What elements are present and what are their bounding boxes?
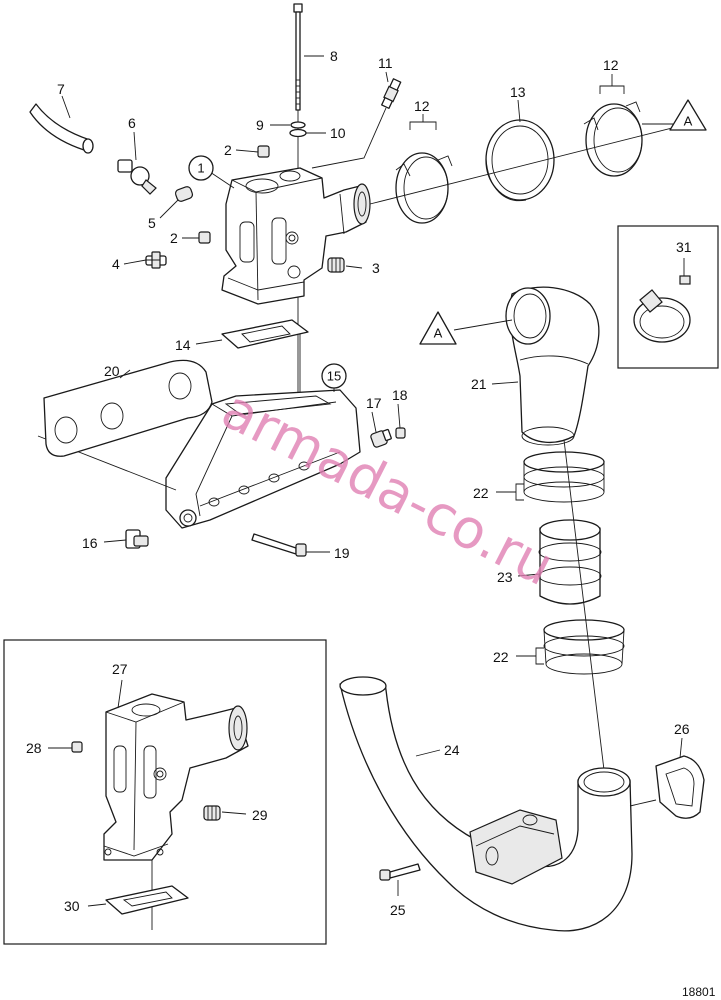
part-number-15: 15 [327,369,341,384]
part-3-nipple [327,257,345,273]
part-24-exhaust-pipe [339,676,633,932]
part-number-6: 6 [128,115,136,131]
circled-label-1: 1 [188,155,214,181]
part-10-seal-ring [289,128,307,138]
part-number-17: 17 [366,395,382,411]
part-number-30: 30 [64,898,80,914]
part-8-long-bolt [293,3,303,111]
part-number-18: 18 [392,387,408,403]
part-23-rubber-bellows [538,519,602,605]
part-18-plug [395,427,406,439]
part-number-25: 25 [390,902,406,918]
part-11-sensor [381,78,402,109]
part-30-gasket [105,885,189,915]
inset-frame-alternative-riser [3,639,327,945]
part-17-nipple [370,428,392,448]
part-22-hose-clamp-upper [523,451,605,503]
part-12-hose-clamp-left [395,152,453,224]
part-number-16: 16 [82,535,98,551]
part-13-rubber-bellows [485,119,555,202]
part-number-22-upper: 22 [473,485,489,501]
part-2-plug-upper [257,145,270,158]
part-number-2-lower: 2 [170,230,178,246]
part-number-11: 11 [378,55,393,71]
part-19-bolt [251,533,307,557]
part-number-29: 29 [252,807,268,823]
part-29-nipple [203,805,221,821]
part-number-3: 3 [372,260,380,276]
part-5-connector [174,186,194,202]
part-number-5: 5 [148,215,156,231]
part-7-hose [29,103,94,154]
part-27-alternative-riser [103,693,249,861]
assembly-axis-vertical-pipe [563,439,605,771]
part-number-7: 7 [57,81,65,97]
part-25-bolt [379,863,421,881]
part-14-gasket [221,319,309,349]
part-number-28: 28 [26,740,42,756]
part-12-hose-clamp-right [583,101,643,177]
part-number-9: 9 [256,117,264,133]
part-number-12-right: 12 [603,57,619,73]
part-22-hose-clamp-lower [543,619,625,675]
inset-frame-clamp [617,225,719,369]
part-number-13: 13 [510,84,526,100]
part-28-plug [71,741,83,753]
part-number-26: 26 [674,721,690,737]
leader-lines [48,55,688,907]
part-number-8: 8 [330,48,338,64]
part-number-24: 24 [444,742,460,758]
part-number-23: 23 [497,569,513,585]
part-number-19: 19 [334,545,350,561]
reference-marker-a-upper: A [669,99,707,131]
part-9-washer [290,121,306,129]
part-number-21: 21 [471,376,487,392]
part-20-manifold-gasket [43,359,213,457]
part-number-27: 27 [112,661,128,677]
part-number-22-lower: 22 [493,649,509,665]
part-number-2-upper: 2 [224,142,232,158]
part-number-14: 14 [175,337,191,353]
riser-leader-line-1 [209,171,235,189]
sensor-leader-line [311,107,387,169]
part-2-plug-lower [198,231,211,244]
assembly-axis-bellows [369,123,689,205]
reference-marker-a-lower: A [419,311,457,345]
part-number-31: 31 [676,239,692,255]
reference-label-a-lower: A [434,326,443,341]
part-number-10: 10 [330,125,346,141]
circled-label-15: 15 [321,363,347,389]
part-31-hose-clamp [633,275,691,343]
part-number-1: 1 [197,161,204,176]
drawing-number: 18801 [682,985,716,999]
part-26-gasket [655,755,705,819]
part-number-4: 4 [112,256,120,272]
part-number-20: 20 [104,363,120,379]
part-number-12-left: 12 [414,98,430,114]
reference-label-a-upper: A [684,114,693,129]
part-1-exhaust-riser [221,167,371,305]
part-15-exhaust-manifold [165,389,361,529]
part-6-nipple [117,159,157,195]
part-16-elbow-fitting [125,529,149,549]
part-21-exhaust-elbow [505,286,600,446]
